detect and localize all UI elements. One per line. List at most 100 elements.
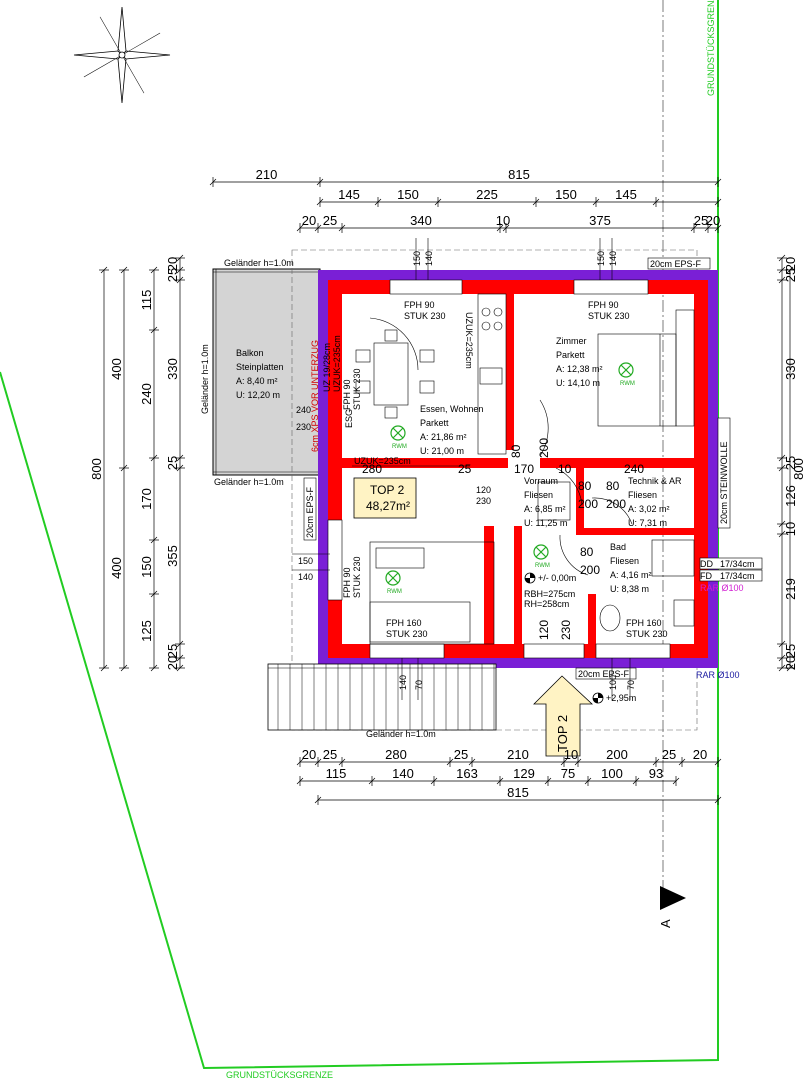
door-width: 80 bbox=[509, 444, 523, 458]
dimension-bottom: 25 bbox=[454, 747, 468, 762]
railing-label: Geländer h=1.0m bbox=[200, 344, 210, 414]
inner-dim: 280 bbox=[362, 462, 382, 476]
steinwolle-box bbox=[717, 417, 731, 529]
window-type: FPH 90 bbox=[342, 567, 352, 598]
window-openings bbox=[327, 279, 671, 659]
dimension-bottom: 20 bbox=[693, 747, 707, 762]
smoke-detector-icon: RWM bbox=[385, 570, 402, 595]
window-height-dim: 150 bbox=[596, 251, 606, 266]
eps-left-box bbox=[303, 477, 317, 541]
dimension-top: 210 bbox=[256, 167, 278, 182]
dimension-top: 150 bbox=[397, 187, 419, 202]
window-height: STUK 230 bbox=[352, 556, 362, 598]
dimension-right: 25 bbox=[783, 644, 798, 658]
level-note: +2,95m bbox=[606, 693, 636, 703]
uz-note: UZ 19/28cm bbox=[322, 343, 332, 392]
section-arrow bbox=[660, 886, 686, 910]
room-name: Zimmer bbox=[556, 336, 587, 346]
detector-label: RWM bbox=[620, 381, 635, 387]
room-name: Balkon bbox=[236, 348, 264, 358]
railing-label: Geländer h=1.0m bbox=[214, 477, 284, 487]
room-perimeter: U: 14,10 m bbox=[556, 378, 600, 388]
railing-label: Geländer h=1.0m bbox=[224, 258, 294, 268]
dimension-right: 25 bbox=[783, 268, 798, 282]
dimension-top: 225 bbox=[476, 187, 498, 202]
dimension-bottom: 163 bbox=[456, 766, 478, 781]
room-name: Essen, Wohnen bbox=[420, 404, 483, 414]
room-perimeter: U: 8,38 m bbox=[610, 584, 649, 594]
balcony bbox=[212, 268, 321, 476]
room-area: A: 12,38 m² bbox=[556, 364, 603, 374]
section-marker: A bbox=[658, 919, 673, 928]
dimension-top: 375 bbox=[589, 213, 611, 228]
north-arrow-icon bbox=[73, 6, 171, 104]
dimension-bottom: 25 bbox=[662, 747, 676, 762]
window-height-dim: 140 bbox=[298, 572, 313, 582]
room-perimeter: U: 7,31 m bbox=[628, 518, 667, 528]
window-type: FPH 90 bbox=[404, 300, 435, 310]
rbh-note: RBH=275cm bbox=[524, 589, 575, 599]
dimension-bottom: 20 bbox=[302, 747, 316, 762]
dimension-left: 115 bbox=[139, 290, 154, 311]
window-type: FPH 90 bbox=[588, 300, 619, 310]
room-name: Bad bbox=[610, 542, 626, 552]
level-note: +/- 0,00m bbox=[538, 573, 576, 583]
level-marker-icon bbox=[592, 692, 604, 704]
eps-note: 20cm EPS-F bbox=[650, 259, 702, 269]
dimension-right: 20 bbox=[783, 257, 798, 271]
balcony-height: 230 bbox=[296, 422, 311, 432]
door-width: 80 bbox=[580, 545, 594, 559]
smoke-detector-icon: RWM bbox=[533, 544, 550, 569]
room-area: A: 3,02 m² bbox=[628, 504, 670, 514]
inner-dim: 170 bbox=[514, 462, 534, 476]
dimension-left: 20 bbox=[165, 656, 180, 670]
detector-label: RWM bbox=[387, 589, 402, 595]
room-finish: Fliesen bbox=[628, 490, 657, 500]
room-area: A: 6,85 m² bbox=[524, 504, 566, 514]
dimension-left: 400 bbox=[109, 358, 124, 380]
eps-note: 20cm EPS-F bbox=[305, 486, 315, 538]
door-height: 200 bbox=[537, 438, 551, 458]
door-height: 200 bbox=[606, 497, 626, 511]
furniture bbox=[355, 293, 695, 645]
window-height-dim: 70 bbox=[626, 680, 636, 690]
detector-label: RWM bbox=[392, 444, 407, 450]
dimension-right: 219 bbox=[783, 578, 798, 600]
rh-note: RH=258cm bbox=[524, 599, 569, 609]
room-name: Technik & AR bbox=[628, 476, 682, 486]
room-finish: Steinplatten bbox=[236, 362, 284, 372]
dimension-top: 10 bbox=[496, 213, 510, 228]
inner-dim: 120 bbox=[476, 485, 491, 495]
dimension-left: 355 bbox=[165, 545, 180, 567]
dimension-right: 25 bbox=[783, 456, 798, 470]
uzuk-note: UZUK=235cm bbox=[464, 312, 474, 369]
boundary-label-right: GRUNDSTÜCKSGRENZE bbox=[706, 0, 716, 96]
dimension-bottom: 115 bbox=[326, 766, 347, 781]
dimension-bottom: 93 bbox=[649, 766, 663, 781]
dimension-top: 20 bbox=[302, 213, 316, 228]
dimension-bottom: 25 bbox=[323, 747, 337, 762]
dimension-left: 25 bbox=[165, 268, 180, 282]
dimension-top: 145 bbox=[615, 187, 637, 202]
dimension-bottom: 210 bbox=[507, 747, 529, 762]
roof-prefix: DD bbox=[700, 559, 713, 569]
room-finish: Fliesen bbox=[610, 556, 639, 566]
window-height-dim: 140 bbox=[398, 675, 408, 690]
eps-bottom-box bbox=[575, 667, 637, 680]
uzuk-note: UZUK=235cm bbox=[354, 456, 411, 466]
dimension-left: 800 bbox=[89, 458, 104, 480]
dimension-bottom: 75 bbox=[561, 766, 575, 781]
roof-note: 17/34cm bbox=[720, 559, 755, 569]
room-perimeter: U: 12,20 m bbox=[236, 390, 280, 400]
steinwolle-note: 20cm STEINWOLLE bbox=[719, 441, 729, 524]
room-finish: Parkett bbox=[420, 418, 449, 428]
dimension-left: 170 bbox=[139, 488, 154, 510]
inner-dim: 240 bbox=[624, 462, 644, 476]
dimension-top: 20 bbox=[706, 213, 720, 228]
stairs bbox=[267, 663, 497, 731]
dimension-bottom: 100 bbox=[601, 766, 623, 781]
roof-prefix: FD bbox=[700, 571, 712, 581]
dimension-left: 125 bbox=[139, 620, 154, 642]
entrance-arrow-icon bbox=[533, 675, 594, 757]
room-finish: Fliesen bbox=[524, 490, 553, 500]
